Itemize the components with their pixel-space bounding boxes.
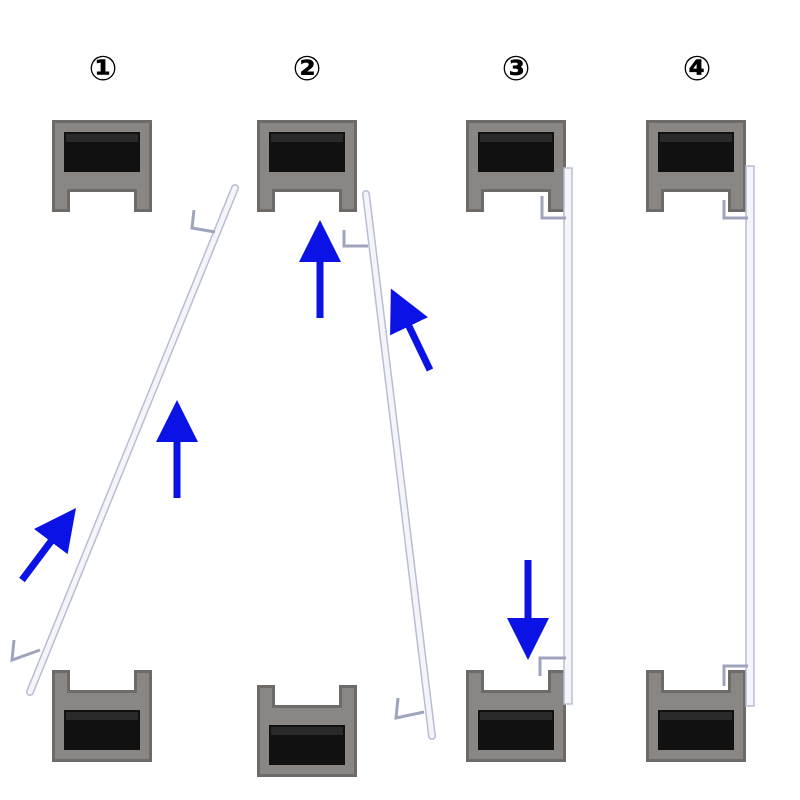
step-2-arrow-right [390, 288, 434, 372]
step-4-label: ④ [683, 49, 712, 89]
step-4-bottom-track [646, 670, 746, 762]
step-3-label: ③ [502, 49, 531, 89]
step-2 [257, 120, 436, 777]
step-1-panel [10, 184, 239, 696]
step-1-top-track [52, 120, 152, 212]
step-2-label: ② [293, 49, 322, 89]
step-3-top-track [466, 120, 566, 212]
step-1-label: ① [89, 49, 118, 89]
step-1-arrow-lower [19, 508, 76, 583]
step-1 [10, 120, 239, 762]
step-2-top-track [257, 120, 357, 212]
step-2-bottom-track [257, 685, 357, 777]
step-4 [646, 120, 755, 762]
step-3 [466, 120, 573, 762]
step-4-top-track [646, 120, 746, 212]
step-1-bottom-track [52, 670, 152, 762]
step-4-panel [722, 165, 755, 707]
step-2-panel [342, 190, 436, 740]
step-3-panel [538, 167, 573, 705]
step-3-bottom-track [466, 670, 566, 762]
